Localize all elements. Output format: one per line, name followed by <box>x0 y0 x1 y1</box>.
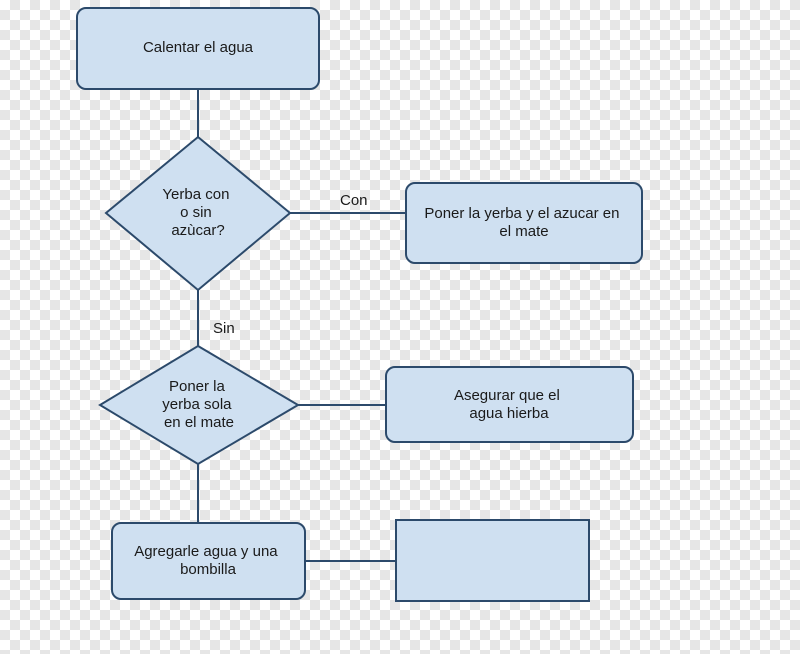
edge-label-sin: Sin <box>213 320 235 337</box>
node-poner-azucar-line-2: el mate <box>499 223 548 240</box>
node-decision-yerba[interactable] <box>104 135 292 292</box>
node-agregar-line-2: bombilla <box>180 561 237 578</box>
node-calentar[interactable] <box>76 7 320 90</box>
node-asegurar-line-1: Asegurar que el <box>454 387 560 404</box>
node-poner-sola-line-3: en el mate <box>164 414 234 431</box>
node-agregar-label: Agregarle agua y una bombilla <box>134 543 282 578</box>
node-poner-sola-line-1: Poner la <box>169 378 226 395</box>
node-poner-sola[interactable] <box>98 344 300 466</box>
node-poner-sola-label: Poner la yerba sola en el mate <box>162 378 235 431</box>
node-decision-yerba-label: Yerba con o sin azùcar? <box>162 186 233 239</box>
node-decision-yerba-line-2: o sin <box>180 204 212 221</box>
node-poner-azucar-line-1: Poner la yerba y el azucar en <box>424 205 619 222</box>
node-asegurar-line-2: agua hierba <box>469 405 549 422</box>
node-decision-yerba-line-3: azùcar? <box>171 222 224 239</box>
node-agregar-line-1: Agregarle agua y una <box>134 543 278 560</box>
node-agregar[interactable] <box>111 522 306 600</box>
node-empty-box[interactable] <box>395 519 590 602</box>
node-decision-yerba-line-1: Yerba con <box>162 186 229 203</box>
node-calentar-label: Calentar el agua <box>143 39 254 56</box>
node-asegurar-label: Asegurar que el agua hierba <box>454 387 564 422</box>
node-poner-azucar[interactable] <box>405 182 643 264</box>
node-poner-sola-line-2: yerba sola <box>162 396 232 413</box>
node-calentar-line-1: Calentar el agua <box>143 39 254 56</box>
node-asegurar[interactable] <box>385 366 634 443</box>
node-poner-azucar-label: Poner la yerba y el azucar en el mate <box>424 205 623 240</box>
edge-label-con: Con <box>340 192 368 209</box>
